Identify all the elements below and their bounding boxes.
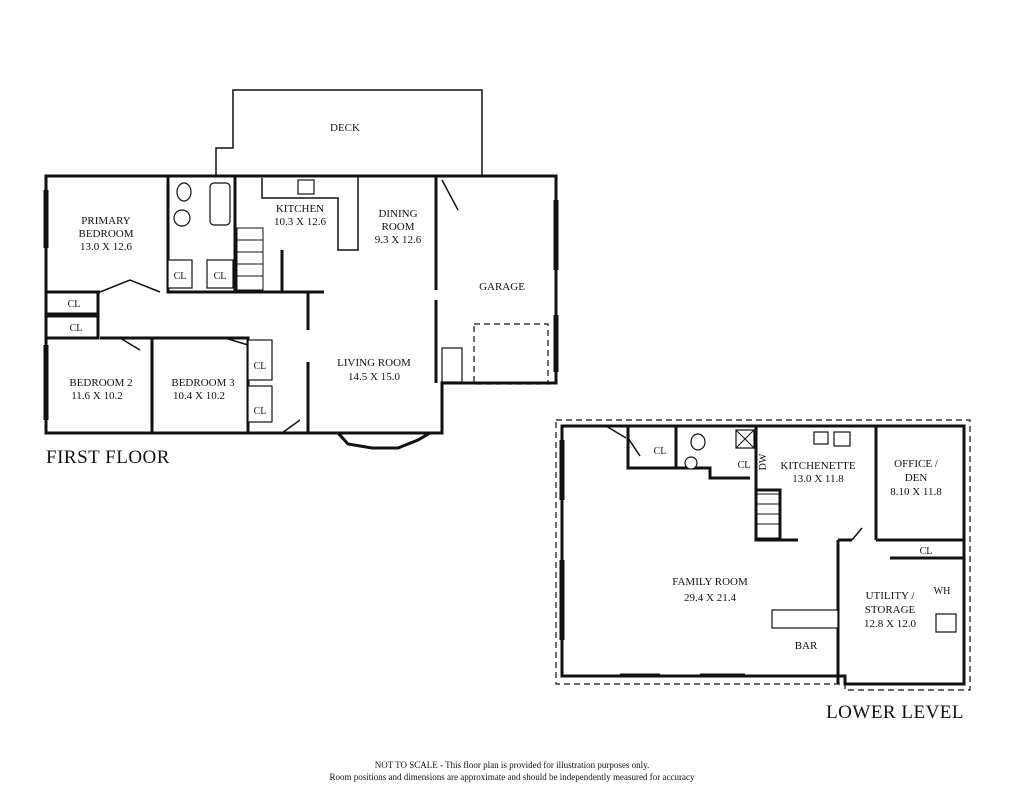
closet-label: CL: [68, 299, 81, 310]
closet-2: [44, 314, 100, 340]
closet-label: CL: [254, 406, 267, 417]
first-floor-exterior-wall: [44, 174, 558, 435]
lower-level-plan: [555, 419, 971, 691]
kitchen-counter: [261, 176, 359, 251]
disclaimer: NOT TO SCALE - This floor plan is provid…: [0, 759, 1024, 783]
primary-bedroom-label: PRIMARY: [81, 215, 131, 227]
office-label: OFFICE /: [894, 458, 939, 470]
lower-doors: [605, 425, 641, 457]
deck-outline: [215, 89, 483, 176]
closet-label: CL: [174, 271, 187, 282]
family-room-label: FAMILY ROOM: [672, 576, 748, 588]
living-room-label: LIVING ROOM: [337, 357, 411, 369]
bedroom-3-label: BEDROOM 3: [171, 377, 235, 389]
first-floor-title: FIRST FLOOR: [46, 447, 170, 468]
family-room-dims: 29.4 X 21.4: [684, 592, 736, 604]
stairs-first-floor: [236, 227, 264, 291]
first-floor-plan: [43, 89, 559, 450]
closet-bath: [167, 259, 193, 289]
lower-sink: [684, 456, 698, 470]
closet-label: CL: [920, 546, 933, 557]
dishwasher-label: DW: [758, 453, 769, 470]
deck-label: DECK: [330, 122, 360, 134]
disclaimer-line-1: NOT TO SCALE - This floor plan is provid…: [374, 760, 650, 770]
closet-3: [247, 339, 273, 381]
water-heater-label: WH: [934, 586, 951, 597]
dining-label-2: ROOM: [381, 221, 414, 233]
utility-label: UTILITY /: [866, 590, 916, 602]
fireplace: [441, 347, 463, 383]
bedroom-2-dims: 11.6 X 10.2: [71, 390, 123, 402]
lower-bath-walls: [626, 426, 750, 480]
kitchenette-sink: [813, 431, 829, 445]
garage-parking-outline: [473, 323, 549, 385]
office-walls: [838, 426, 964, 542]
kitchen-walls: [233, 176, 284, 294]
dining-label: DINING: [378, 208, 417, 220]
stairs-lower-level: [755, 493, 781, 539]
entry-door: [281, 419, 301, 434]
bar-label: BAR: [795, 640, 818, 652]
office-label-2: DEN: [905, 472, 928, 484]
living-room-dims: 14.5 X 15.0: [348, 371, 400, 383]
primary-bedroom-dims: 13.0 X 12.6: [80, 241, 132, 253]
foundation-outline: [555, 419, 971, 691]
primary-bedroom-label-2: BEDROOM: [78, 228, 133, 240]
bay-window: [336, 431, 431, 450]
lower-level-title: LOWER LEVEL: [826, 702, 964, 723]
water-heater: [935, 613, 957, 633]
bedroom-3-dims: 10.4 X 10.2: [173, 390, 225, 402]
kitchenette-dims: 13.0 X 11.8: [792, 473, 844, 485]
primary-door: [99, 279, 161, 293]
closet-label: CL: [214, 271, 227, 282]
closet-label: CL: [738, 460, 751, 471]
kitchen-dims: 10.3 X 12.6: [274, 216, 326, 228]
utility-dims: 12.8 X 12.0: [864, 618, 916, 630]
closet-label: CL: [654, 446, 667, 457]
dining-dims: 9.3 X 12.6: [375, 234, 422, 246]
closet-label: CL: [70, 323, 83, 334]
closet-label: CL: [254, 361, 267, 372]
bathtub: [209, 182, 231, 226]
kitchen-label: KITCHEN: [276, 203, 324, 215]
kitchen-sink: [297, 179, 315, 195]
shower-mark: [735, 429, 755, 449]
bar-counter: [771, 609, 839, 629]
disclaimer-line-2: Room positions and dimensions are approx…: [329, 772, 695, 782]
lower-window-marks: [559, 440, 745, 675]
office-dims: 8.10 X 11.8: [890, 486, 942, 498]
closet-4: [247, 385, 273, 423]
closet-bath-2: [206, 259, 234, 289]
bedroom-2-label: BEDROOM 2: [69, 377, 132, 389]
bedroom-doors: [119, 337, 249, 351]
hall-walls: [282, 290, 324, 433]
kitchenette-stove: [833, 431, 851, 447]
garage-label: GARAGE: [479, 281, 525, 293]
office-door: [851, 527, 863, 541]
toilet: [176, 182, 192, 202]
garage-door-swing: [441, 179, 459, 211]
utility-label-2: STORAGE: [865, 604, 916, 616]
lower-toilet: [690, 433, 706, 451]
window-marks: [43, 190, 559, 420]
sink: [173, 209, 191, 227]
kitchenette-label: KITCHENETTE: [780, 460, 855, 472]
closet-1: [44, 290, 100, 316]
lower-level-exterior-wall: [560, 424, 966, 686]
